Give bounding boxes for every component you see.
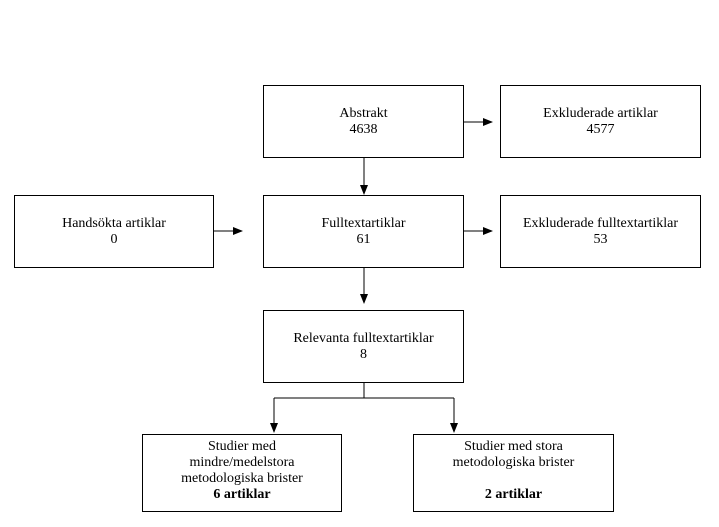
node-studier-stora-count: 2 artiklar [484,487,543,502]
node-exkluderade-fulltextartiklar-title: Exkluderade fulltextartiklar [522,215,679,231]
node-studier-mindre-line2: mindre/medelstora [189,455,295,470]
node-fulltextartiklar-count: 61 [356,231,371,247]
node-relevanta-fulltextartiklar: Relevanta fulltextartiklar 8 [263,310,464,383]
node-handsokta-artiklar-title: Handsökta artiklar [62,215,166,231]
node-relevanta-fulltextartiklar-title: Relevanta fulltextartiklar [293,330,434,346]
node-abstrakt: Abstrakt 4638 [263,85,464,158]
node-abstrakt-count: 4638 [349,121,378,137]
node-exkluderade-artiklar: Exkluderade artiklar 4577 [500,85,701,158]
node-studier-stora-line2: metodologiska brister [452,455,575,470]
node-studier-stora-line1: Studier med stora [464,439,563,454]
node-abstrakt-title: Abstrakt [339,105,388,121]
node-fulltextartiklar-title: Fulltextartiklar [321,215,406,231]
node-studier-mindre-count: 6 artiklar [213,487,271,502]
node-exkluderade-fulltextartiklar-count: 53 [593,231,608,247]
node-relevanta-fulltextartiklar-count: 8 [360,346,367,362]
node-exkluderade-artiklar-count: 4577 [586,121,615,137]
node-exkluderade-artiklar-title: Exkluderade artiklar [543,105,658,121]
node-studier-stora: Studier med stora metodologiska brister … [413,434,614,512]
node-studier-mindre-line1: Studier med [207,439,277,454]
node-exkluderade-fulltextartiklar: Exkluderade fulltextartiklar 53 [500,195,701,268]
node-studier-mindre-line3: metodologiska brister [181,471,303,486]
node-handsokta-artiklar: Handsökta artiklar 0 [14,195,214,268]
node-studier-mindre: Studier med mindre/medelstora metodologi… [142,434,342,512]
node-handsokta-artiklar-count: 0 [110,231,118,247]
node-fulltextartiklar: Fulltextartiklar 61 [263,195,464,268]
